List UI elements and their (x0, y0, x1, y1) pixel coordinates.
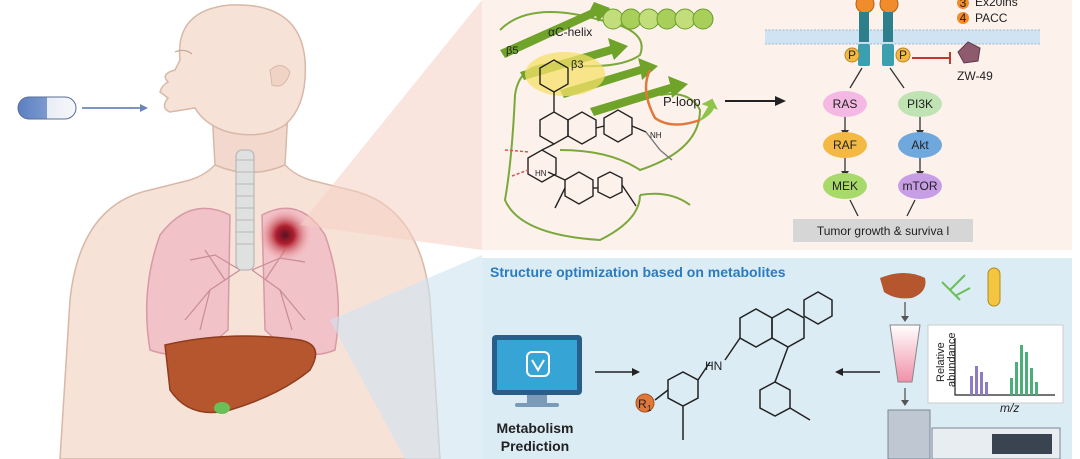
legend-4-num: 4 (960, 11, 967, 25)
node-ras (823, 91, 867, 117)
legend-4-marker (957, 12, 969, 24)
hbond-2 (511, 169, 529, 177)
bottom-panel-title: Structure optimization based on metaboli… (490, 264, 786, 280)
legend-4-text: PACC (975, 11, 1008, 25)
outcome-label: Tumor growth & surviva l (817, 224, 949, 238)
legend-3-num: 3 (960, 0, 967, 10)
inhibition-line (912, 52, 951, 64)
outcome-box (793, 219, 973, 242)
trachea (235, 149, 255, 271)
r1-group-marker (635, 393, 655, 413)
legend-3-marker (957, 0, 969, 9)
pathway-left: RAS RAF MEK (823, 91, 867, 199)
receptor-to-node-arrows (849, 67, 905, 89)
node-mtor-label: mTOR (902, 179, 937, 193)
ligand-hn-label: HN (535, 169, 547, 178)
hn-label: HN (705, 359, 722, 373)
node-pi3k-label: PI3K (907, 97, 933, 111)
gallbladder (214, 402, 230, 414)
top-panel: αC-helix β5 β3 P-loop NH HN P P (482, 0, 1072, 250)
eye (174, 49, 193, 55)
node-akt (898, 132, 942, 158)
mass-spectrum: Relative abundance m/z (927, 324, 1064, 415)
node-mek (823, 173, 867, 199)
p-loop-arrow (699, 98, 718, 121)
p-loop (644, 69, 701, 126)
ear (269, 65, 291, 87)
node-mek-label: MEK (832, 179, 858, 193)
mutation-legend: 3 Ex20ins 4 PACC (957, 0, 1018, 25)
zw49-molecule (957, 41, 981, 64)
egfr-receptor: P P (844, 0, 911, 66)
helix-label: αC-helix (548, 25, 592, 39)
node-pi3k (898, 91, 942, 117)
metabolite-arrowhead (835, 368, 843, 376)
node-mtor (898, 173, 942, 199)
node-raf (823, 132, 867, 158)
beta3-label: β3 (571, 59, 583, 71)
hbond-1 (504, 149, 531, 153)
tumor (259, 209, 311, 261)
zoom-wedge-top (300, 0, 482, 250)
phospho-right: P (899, 48, 907, 62)
legend-3-text: Ex20ins (975, 0, 1018, 9)
beta5-label: β5 (506, 45, 518, 57)
alpha-c-helix (602, 8, 714, 30)
ploop-label: P-loop (663, 94, 701, 109)
ms-xlabel: m/z (1000, 401, 1019, 415)
ligand-structure (527, 59, 673, 209)
prediction-arrowhead (632, 368, 640, 376)
node-akt-label: Akt (911, 138, 929, 152)
r1-label: R (638, 397, 647, 411)
pathway-right: PI3K Akt mTOR (898, 91, 942, 199)
bile-tree-icon (941, 274, 971, 301)
spectrum-peaks-group-2 (1010, 345, 1038, 395)
inhibitor-label: ZW-49 (957, 69, 993, 83)
prediction-label-2: Prediction (501, 438, 569, 454)
urine-tube-icon (987, 267, 1001, 307)
pill-arrowhead (140, 104, 148, 112)
liver (164, 335, 317, 414)
prediction-label-1: Metabolism (496, 420, 573, 436)
zoom-wedge-bottom (330, 255, 482, 459)
node-raf-label: RAF (833, 138, 857, 152)
head (159, 4, 307, 136)
ms-ylabel-2: abundance (946, 333, 958, 387)
bottom-panel: Structure optimization based on metaboli… (482, 258, 1072, 459)
spectrum-peaks-group-1 (970, 366, 988, 395)
computer-monitor-icon (492, 335, 582, 407)
pocket-highlight (525, 52, 605, 96)
pill-capsule (17, 96, 77, 120)
centrifuge-tube (889, 324, 921, 383)
node-ras-label: RAS (833, 97, 858, 111)
structure-to-pathway-arrowhead (775, 96, 786, 106)
lcms-instrument (887, 409, 1061, 459)
to-outcome-arrows (849, 199, 916, 217)
ms-ylabel-1: Relative (935, 342, 947, 382)
optimized-molecule (654, 291, 833, 440)
phospho-left: P (848, 48, 856, 62)
bronchial-tree (184, 249, 306, 331)
cell-membrane (765, 29, 1040, 45)
r1-subscript: 1 (647, 404, 652, 413)
ligand-nh-label: NH (650, 131, 662, 140)
small-liver-icon (880, 273, 926, 299)
